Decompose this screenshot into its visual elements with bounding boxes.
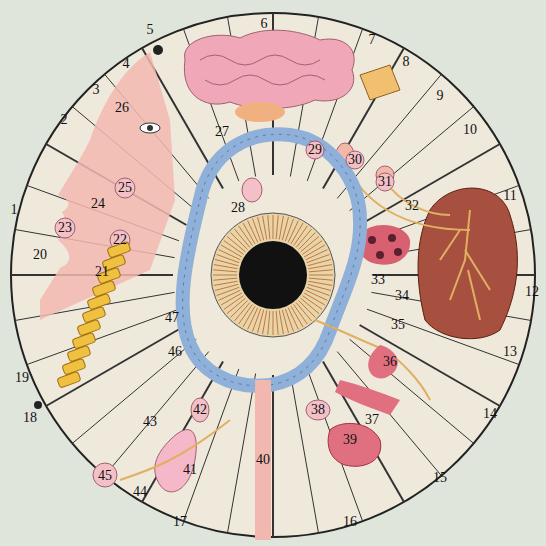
callout-number: 3 <box>93 83 100 97</box>
callout-number: 1 <box>11 203 18 217</box>
sector-line <box>228 373 256 533</box>
callout-number: 28 <box>231 201 245 215</box>
iris-fibre <box>252 309 260 332</box>
callout-number: 18 <box>23 411 37 425</box>
callout-number: 31 <box>378 175 392 189</box>
iris-fibre <box>214 281 238 285</box>
callout-number: 13 <box>503 345 517 359</box>
callout-number: 16 <box>343 515 357 529</box>
iris-fibre <box>263 216 267 240</box>
iris-fibre <box>273 215 274 239</box>
iris-fibre <box>282 217 288 240</box>
iris-fibre <box>252 219 260 242</box>
callout-number: 11 <box>503 189 516 203</box>
callout-number: 25 <box>118 181 132 195</box>
callout-number: 26 <box>115 101 129 115</box>
iris-fibre <box>279 310 283 334</box>
iris-fibre <box>308 259 331 265</box>
callout-number: 37 <box>365 413 379 427</box>
callout-number: 24 <box>91 197 105 211</box>
iris-fibre <box>217 287 240 295</box>
iris-fibre <box>309 275 333 276</box>
callout-number: 27 <box>215 125 229 139</box>
iris-fibre <box>217 254 240 262</box>
sector-line <box>27 309 179 364</box>
callout-number: 12 <box>525 285 539 299</box>
callout-number: 29 <box>308 143 322 157</box>
iris-fibre <box>213 278 237 280</box>
iris-fibre <box>282 310 288 333</box>
iris-fibre <box>215 284 238 290</box>
iris-fibre <box>285 309 293 332</box>
callout-number: 46 <box>168 345 182 359</box>
callout-number: 19 <box>15 371 29 385</box>
callout-number: 7 <box>369 33 376 47</box>
callout-number: 9 <box>437 89 444 103</box>
callout-number: 43 <box>143 415 157 429</box>
iris-fibre <box>288 308 298 330</box>
callout-number: 41 <box>183 463 197 477</box>
iris-fibre <box>309 270 333 272</box>
vertebra <box>57 371 81 388</box>
callout-number: 42 <box>193 403 207 417</box>
callout-number: 39 <box>343 433 357 447</box>
callout-number: 33 <box>371 273 385 287</box>
sector-line <box>46 325 186 406</box>
callout-number: 40 <box>256 453 270 467</box>
iris-fibre <box>268 311 270 335</box>
iris-fibre <box>257 217 263 240</box>
sector-line <box>272 375 274 537</box>
iris-fibre <box>248 221 258 243</box>
callout-number: 10 <box>463 123 477 137</box>
callout-number: 20 <box>33 248 47 262</box>
iris-fibre <box>308 281 332 285</box>
callout-number: 36 <box>383 355 397 369</box>
sector-line <box>290 373 318 533</box>
iris-fibre <box>276 215 278 239</box>
iris-fibre <box>215 259 238 265</box>
sector-line <box>323 362 404 502</box>
iris-fibre <box>307 254 330 262</box>
iris-fibre <box>306 250 328 260</box>
iris-fibre <box>213 275 237 276</box>
iris-fibre <box>279 216 283 240</box>
iris-fibre <box>214 265 238 269</box>
callout-number: 47 <box>165 311 179 325</box>
iris-fibre <box>257 310 263 333</box>
callout-number: 8 <box>403 55 410 69</box>
callout-number: 21 <box>95 265 109 279</box>
iris-fibre <box>285 219 293 242</box>
callout-number: 22 <box>113 233 127 247</box>
callout-number: 2 <box>61 113 68 127</box>
iris-fibre <box>263 310 267 334</box>
iris-fibre <box>308 265 332 269</box>
callout-number: 15 <box>433 471 447 485</box>
iris-fibre <box>307 287 330 295</box>
iris-fibre <box>273 311 274 335</box>
callout-number: 45 <box>98 469 112 483</box>
iris-fibre <box>219 290 241 300</box>
callout-number: 44 <box>133 485 147 499</box>
iris-fibre <box>268 215 270 239</box>
callout-number: 14 <box>483 407 497 421</box>
iris-fibre <box>308 284 331 290</box>
callout-number: 6 <box>261 17 268 31</box>
callout-number: 38 <box>311 403 325 417</box>
iris-fibre <box>309 278 333 280</box>
callout-number: 5 <box>147 23 154 37</box>
callout-number: 34 <box>395 289 409 303</box>
iris-fibre <box>213 270 237 272</box>
callout-number: 17 <box>173 515 187 529</box>
callout-number: 32 <box>405 199 419 213</box>
callout-number: 23 <box>58 221 72 235</box>
callout-number: 35 <box>391 318 405 332</box>
iris-fibre <box>276 311 278 335</box>
callout-number: 4 <box>123 57 130 71</box>
callout-number: 30 <box>348 153 362 167</box>
